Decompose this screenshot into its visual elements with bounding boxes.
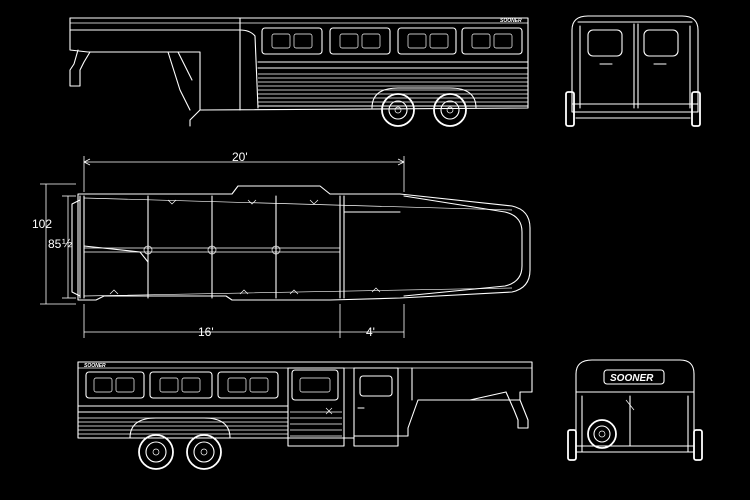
tack-door [353, 367, 399, 447]
brand-label-side-bottom: SOONER [84, 363, 106, 369]
side-view-top: SOONER [69, 17, 529, 127]
width-inner-label: 85 [48, 237, 62, 251]
width-inner-fraction-label: ½ [62, 236, 72, 250]
overall-length-label: 20' [232, 150, 248, 164]
floor-plan [71, 185, 531, 301]
brand-label-side-top: SOONER [500, 18, 522, 24]
side-top-windows [261, 27, 523, 55]
tack-length-label: 4' [366, 325, 375, 339]
width-outer-label: 102 [32, 217, 52, 231]
plan-dimensions: 20' 102 85 ½ 16' 4' [32, 150, 405, 339]
spare-tire [587, 419, 617, 449]
rear-view-top [565, 15, 701, 127]
brand-label-front: SOONER [610, 373, 654, 384]
side-bottom-wheels [138, 434, 222, 470]
side-view-bottom: SOONER [77, 361, 533, 470]
side-bottom-windows [85, 369, 339, 401]
front-view-bottom: SOONER [567, 359, 703, 461]
stall-length-label: 16' [198, 325, 214, 339]
escape-door [287, 367, 345, 447]
side-top-wheels [381, 93, 467, 127]
